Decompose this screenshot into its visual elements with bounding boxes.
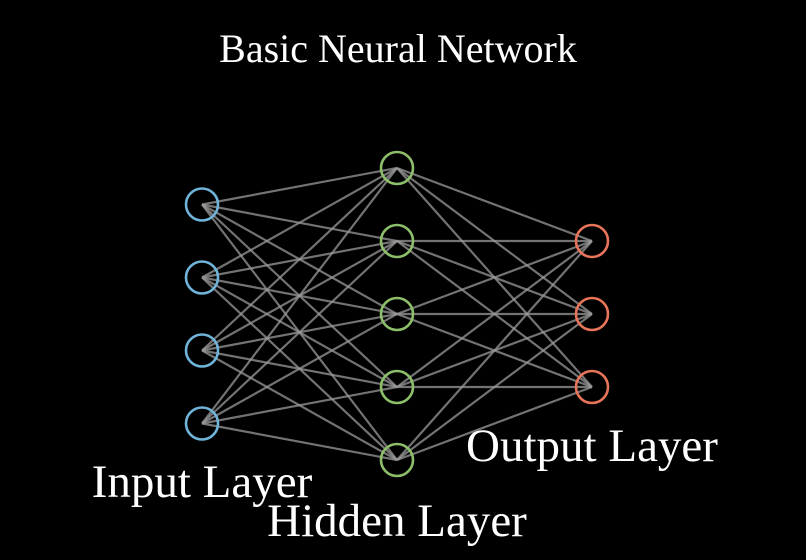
- connection-input-4-to-hidden-3: [201, 313, 398, 425]
- nodes-group: [184, 150, 610, 478]
- hidden-node-4: [379, 369, 415, 405]
- connection-hidden-5-to-output-2: [396, 313, 593, 461]
- connection-hidden-1-to-output-1: [396, 166, 593, 243]
- output-node-2: [574, 296, 610, 332]
- input-node-2: [184, 260, 220, 295]
- connection-input-3-to-hidden-1: [201, 167, 398, 352]
- diagram-title: Basic Neural Network: [219, 26, 577, 71]
- input-layer-label: Input Layer: [92, 456, 313, 508]
- output-layer-label: Output Layer: [466, 420, 718, 472]
- hidden-node-5: [379, 442, 415, 478]
- connection-input-2-to-hidden-1: [201, 167, 398, 279]
- input-node-4: [184, 406, 220, 441]
- hidden-layer-label: Hidden Layer: [267, 495, 527, 547]
- hidden-node-2: [379, 223, 415, 259]
- connection-hidden-3-to-output-1: [396, 239, 593, 316]
- connection-input-4-to-hidden-1: [201, 167, 398, 425]
- connections-group: [201, 166, 593, 462]
- connection-input-4-to-hidden-2: [201, 240, 398, 425]
- connection-input-4-to-hidden-4: [201, 385, 398, 425]
- output-node-3: [574, 369, 610, 405]
- input-node-3: [184, 333, 220, 368]
- hidden-node-1: [379, 150, 415, 186]
- connection-input-4-to-hidden-5: [201, 422, 398, 462]
- connection-hidden-5-to-output-3: [396, 385, 593, 462]
- output-node-1: [574, 223, 610, 259]
- connection-hidden-4-to-output-1: [396, 240, 593, 388]
- input-node-1: [184, 187, 220, 222]
- hidden-node-3: [379, 296, 415, 332]
- connection-input-1-to-hidden-1: [201, 166, 398, 206]
- connection-hidden-5-to-output-1: [396, 240, 593, 461]
